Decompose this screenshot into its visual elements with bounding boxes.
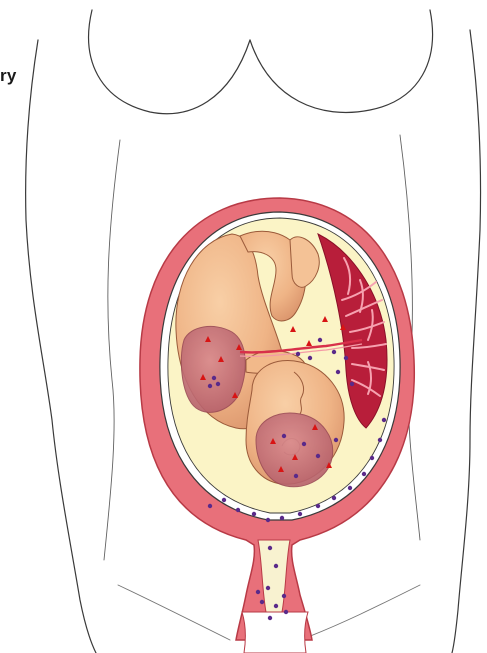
torso-left-contour xyxy=(26,40,96,653)
breast-right xyxy=(250,10,433,112)
breast-left xyxy=(89,10,250,114)
fetus-liver xyxy=(181,326,245,412)
hip-line-right xyxy=(300,585,420,640)
hip-line-left xyxy=(118,585,230,640)
vaginal-canal xyxy=(242,612,308,653)
torso-right-contour xyxy=(452,30,481,653)
inner-waist-left xyxy=(104,140,120,560)
